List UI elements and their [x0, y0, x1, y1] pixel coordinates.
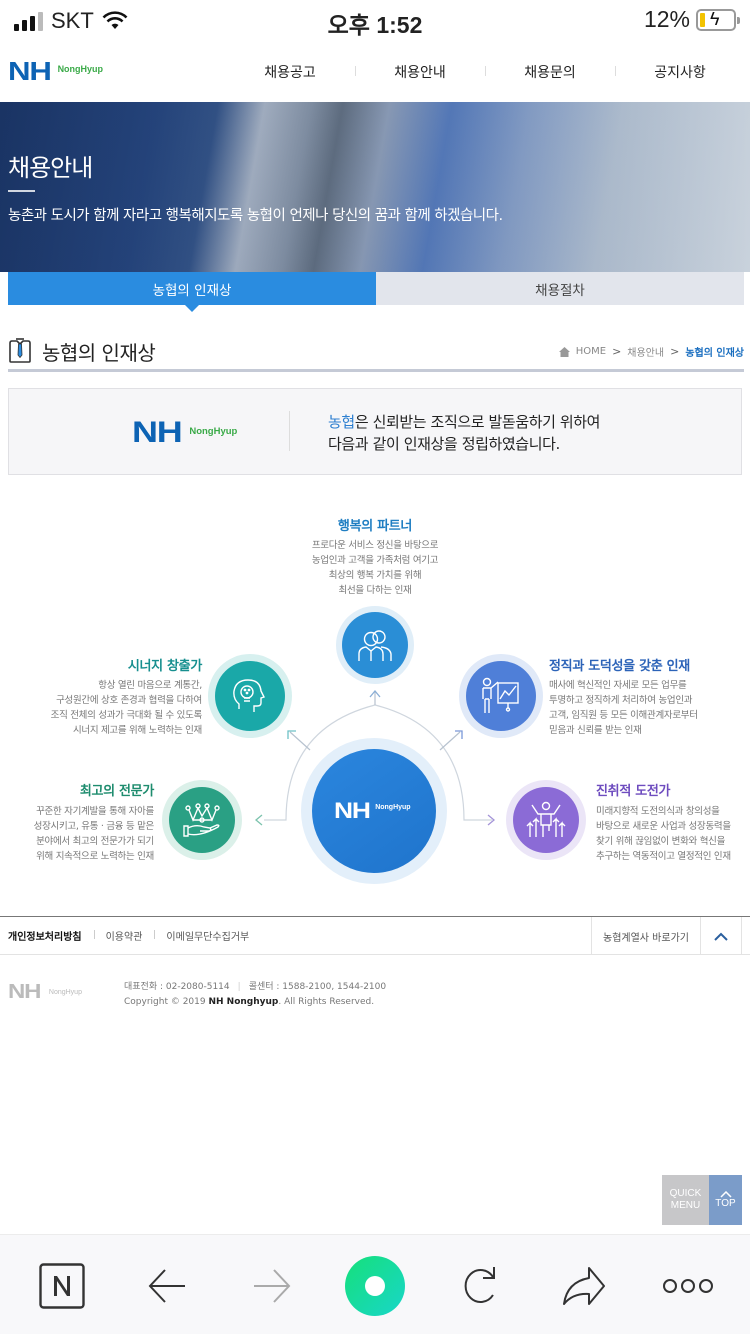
browser-toolbar [0, 1234, 750, 1334]
logo-wordmark: NongHyup [57, 64, 104, 74]
hero-title: 채용안내 [8, 154, 93, 182]
center-logo-wordmark: NongHyup [375, 803, 411, 811]
footer-info: NH NongHyup 대표전화 : 02-2080-5114|콜센터 : 15… [8, 978, 748, 1018]
node-title-partner: 행복의 파트너 [337, 519, 413, 534]
email-refusal-link[interactable]: 이메일무단수집거부 [154, 928, 261, 943]
more-button[interactable] [658, 1257, 718, 1315]
logo-mark: NH [8, 981, 41, 1003]
page-title: 농협의 인재상 [42, 341, 156, 365]
nav-item-notices[interactable]: 공지사항 [615, 62, 745, 82]
node-title-challenger: 진취적 도전가 [596, 784, 671, 799]
breadcrumb-home[interactable]: HOME [575, 346, 607, 357]
footer-links: 개인정보처리방침 이용약관 이메일무단수집거부 농협계열사 바로가기 [0, 916, 750, 955]
nav-item-recruit-guide[interactable]: 채용안내 [355, 62, 485, 82]
home-icon [558, 346, 570, 357]
back-button[interactable] [137, 1257, 197, 1315]
hero-banner: 채용안내 농촌과 도시가 함께 자라고 행복해지도록 농협이 언제나 당신의 꿈… [0, 102, 750, 272]
green-dot-icon [345, 1256, 405, 1316]
tab-talent[interactable]: 농협의 인재상 [8, 272, 376, 312]
privacy-policy-link[interactable]: 개인정보처리방침 [8, 932, 82, 943]
intro-highlight: 농협 [328, 413, 355, 431]
call-center: 콜센터 : 1588-2100, 1544-2100 [248, 982, 387, 992]
connector-lines [254, 689, 496, 826]
node-title-expert: 최고의 전문가 [79, 784, 154, 799]
arrow-right-icon [254, 1269, 291, 1303]
divider [289, 411, 290, 451]
share-arrow-icon [563, 1267, 605, 1305]
center-nh-circle: NH NongHyup [301, 738, 447, 884]
chevron-up-icon [714, 932, 728, 941]
footer-contact: 대표전화 : 02-2080-5114|콜센터 : 1588-2100, 154… [124, 980, 386, 1010]
growth-person-icon [526, 801, 566, 837]
node-circle-partner [336, 606, 414, 684]
logo-wordmark: NongHyup [189, 426, 238, 437]
chevron-right-icon: > [612, 345, 622, 358]
intro-text: 농협은 신뢰받는 조직으로 발돋움하기 위하여 다음과 같이 인재상을 정립하였… [328, 413, 601, 453]
sub-tabs: 농협의 인재상 채용절차 [8, 272, 744, 312]
naver-n-icon [39, 1263, 85, 1309]
hero-divider [8, 190, 35, 192]
breadcrumb: HOME > 채용안내 > 농협의 인재상 [558, 344, 744, 359]
intro-box: NH NongHyup 농협은 신뢰받는 조직으로 발돋움하기 위하여 다음과 … [8, 388, 742, 475]
nh-logo[interactable]: NH NongHyup [8, 56, 104, 86]
footer-expand-button[interactable] [701, 917, 742, 955]
green-dot-button[interactable] [345, 1256, 405, 1316]
top-button[interactable]: TOP [709, 1175, 742, 1225]
node-circle-integrity [459, 654, 543, 738]
nav-item-job-postings[interactable]: 채용공고 [264, 65, 316, 81]
share-button[interactable] [554, 1257, 614, 1315]
forward-button[interactable] [242, 1257, 302, 1315]
signal-icon [14, 11, 43, 31]
battery-charging-icon: ϟ [696, 8, 740, 31]
arrow-left-icon [148, 1269, 185, 1303]
chevron-up-icon [719, 1191, 732, 1198]
copyright: Copyright © 2019 NH Nonghyup. All Rights… [124, 997, 375, 1007]
affiliates-link[interactable]: 농협계열사 바로가기 [591, 917, 701, 955]
node-title-synergy: 시너지 창출가 [127, 659, 202, 674]
intro-logo: NH NongHyup [132, 416, 238, 449]
logo-wordmark: NongHyup [48, 989, 82, 996]
logo-mark: NH [8, 56, 52, 86]
breadcrumb-level1[interactable]: 채용안내 [627, 348, 665, 359]
presenter-chart-icon [482, 677, 519, 713]
nav-item-recruit-inquiry[interactable]: 채용문의 [485, 62, 615, 82]
main-phone: 대표전화 : 02-2080-5114 [124, 982, 230, 992]
main-nav: 채용공고 채용안내 채용문의 공지사항 [225, 62, 745, 82]
wifi-icon [102, 11, 128, 29]
logo-mark: NH [132, 416, 183, 449]
footer-logo: NH NongHyup [8, 981, 82, 1003]
battery-percent: 12% [643, 6, 690, 32]
page-header: 농협의 인재상 HOME > 채용안내 > 농협의 인재상 [8, 335, 744, 372]
id-badge-tie-icon [9, 338, 31, 363]
more-dots-icon [663, 1279, 713, 1293]
carrier-label: SKT [51, 8, 94, 33]
reload-icon [464, 1267, 495, 1303]
node-title-integrity: 정직과 도덕성을 갖춘 인재 [549, 659, 690, 674]
chevron-right-icon: > [670, 345, 680, 358]
breadcrumb-current: 농협의 인재상 [685, 348, 744, 359]
tab-process[interactable]: 채용절차 [376, 272, 744, 305]
center-logo-mark: NH [334, 798, 371, 823]
site-header: NH NongHyup 채용공고 채용안내 채용문의 공지사항 [0, 40, 750, 102]
crown-hand-icon [183, 803, 220, 837]
people-icon [358, 630, 392, 661]
node-circle-expert [162, 780, 242, 860]
terms-link[interactable]: 이용약관 [93, 928, 155, 943]
clock: 오후 1:52 [327, 12, 423, 38]
reload-button[interactable] [449, 1257, 509, 1315]
lightbulb-head-icon [233, 679, 265, 712]
status-bar: SKT 오후 1:52 12% ϟ [0, 0, 750, 40]
naver-home-button[interactable] [32, 1257, 92, 1315]
node-circle-challenger [506, 780, 586, 860]
hero-description: 농촌과 도시가 함께 자라고 행복해지도록 농협이 언제나 당신의 꿈과 함께 … [8, 208, 503, 224]
node-circle-synergy [208, 654, 292, 738]
